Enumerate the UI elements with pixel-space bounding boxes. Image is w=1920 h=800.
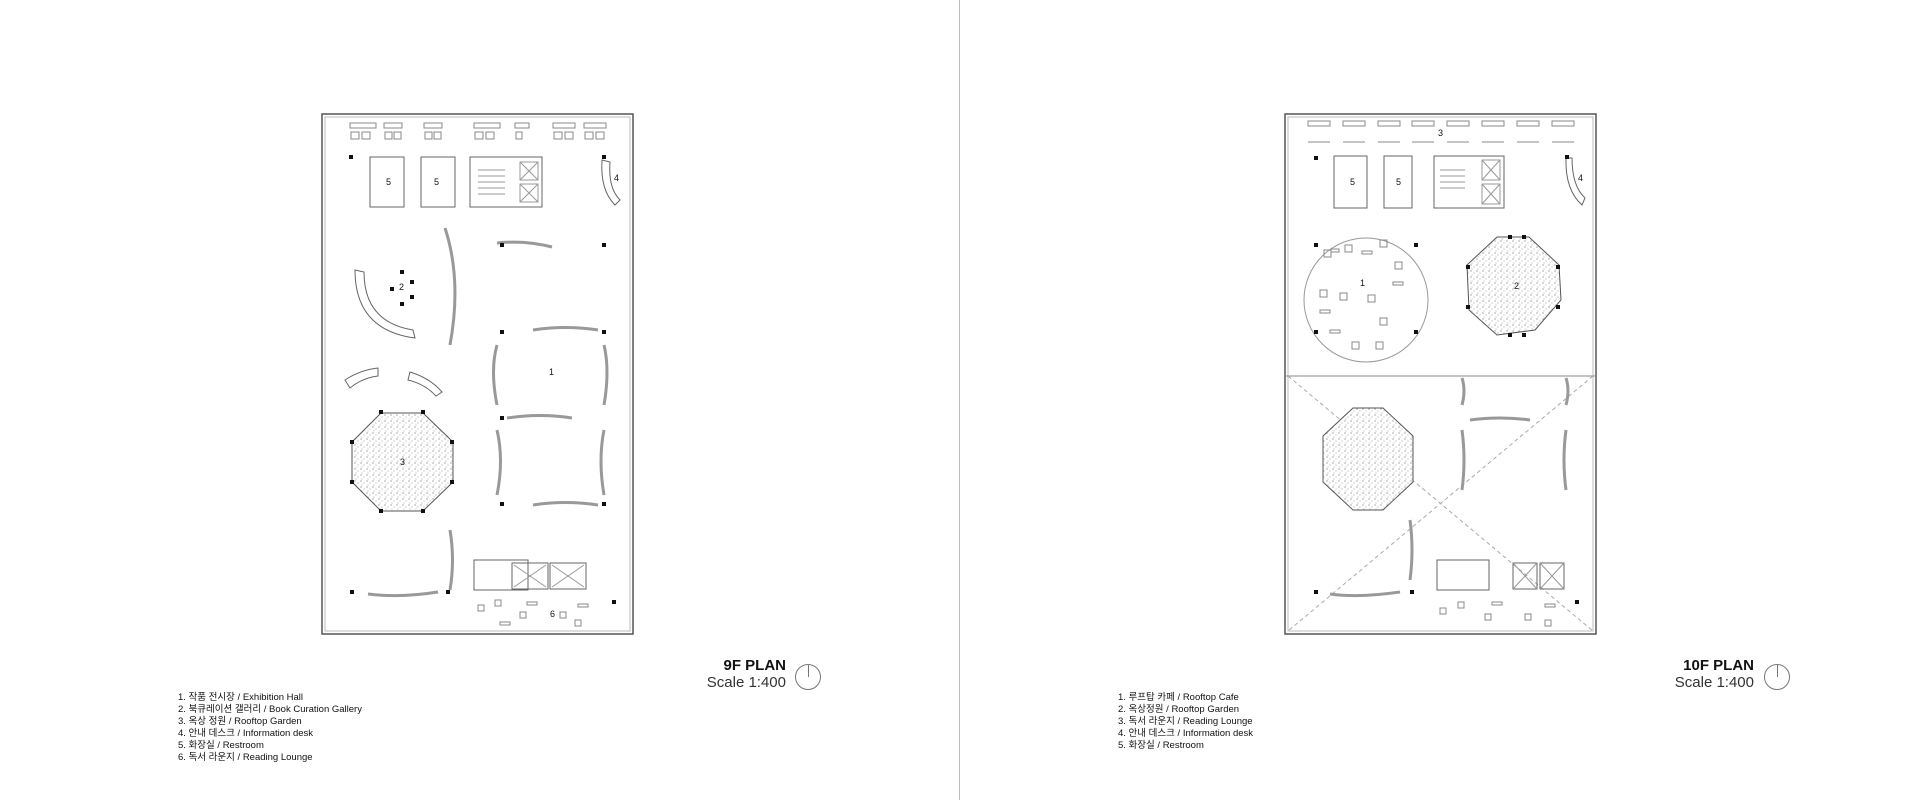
room-label-5b: 5 <box>434 177 439 187</box>
room-label-2: 2 <box>1514 281 1519 291</box>
legend-item: 1. 루프탑 카페 / Rooftop Cafe <box>1118 692 1239 703</box>
legend-item: 3. 독서 라운지 / Reading Lounge <box>1118 716 1253 727</box>
room-label-5a: 5 <box>386 177 391 187</box>
legend-item: 2. 옥상정원 / Rooftop Garden <box>1118 704 1240 715</box>
north-arrow-icon <box>795 664 821 690</box>
legend-item: 1. 작품 전시장 / Exhibition Hall <box>178 692 304 703</box>
plan-10f-legend: 1. 루프탑 카페 / Rooftop Cafe 2. 옥상정원 / Rooft… <box>1118 692 1253 752</box>
plan-9f-legend: 1. 작품 전시장 / Exhibition Hall 2. 북큐레이션 갤러리… <box>178 692 362 764</box>
plan-10f-scale: Scale 1:400 <box>1674 674 1754 691</box>
plan-9f-room-labels: 5 5 4 2 1 3 6 <box>386 173 619 619</box>
plan-9f-title-block: 9F PLAN Scale 1:400 <box>680 657 786 691</box>
room-label-3: 3 <box>1438 128 1443 138</box>
legend-item: 4. 안내 데스크 / Information desk <box>1118 728 1254 739</box>
room-label-1: 1 <box>549 367 554 377</box>
room-label-4: 4 <box>1578 173 1583 183</box>
room-label-4: 4 <box>614 173 619 183</box>
room-label-3: 3 <box>400 457 405 467</box>
legend-item: 3. 옥상 정원 / Rooftop Garden <box>178 716 302 727</box>
plan-10f-room-labels: 3 5 5 4 1 2 <box>1350 128 1583 291</box>
plan-9f-scale: Scale 1:400 <box>706 674 786 691</box>
legend-item: 5. 화장실 / Restroom <box>178 740 264 751</box>
plan-9f-title: 9F PLAN <box>723 657 786 674</box>
plan-10f-title-block: 10F PLAN Scale 1:400 <box>1640 657 1754 691</box>
legend-item: 2. 북큐레이션 갤러리 / Book Curation Gallery <box>178 704 362 715</box>
plan-10f-title: 10F PLAN <box>1683 657 1754 674</box>
room-label-5b: 5 <box>1396 177 1401 187</box>
room-label-6: 6 <box>550 609 555 619</box>
legend-item: 4. 안내 데스크 / Information desk <box>178 728 314 739</box>
legend-item: 6. 독서 라운지 / Reading Lounge <box>178 752 313 763</box>
page-divider <box>959 0 960 800</box>
north-arrow-icon <box>1764 664 1790 690</box>
plan-9f <box>321 113 634 635</box>
room-label-2: 2 <box>399 282 404 292</box>
legend-item: 5. 화장실 / Restroom <box>1118 740 1204 751</box>
room-label-1: 1 <box>1360 278 1365 288</box>
room-label-5a: 5 <box>1350 177 1355 187</box>
plan-10f <box>1284 113 1597 635</box>
plan-9f-columns <box>349 155 616 604</box>
plan-10f-columns <box>1314 155 1579 604</box>
